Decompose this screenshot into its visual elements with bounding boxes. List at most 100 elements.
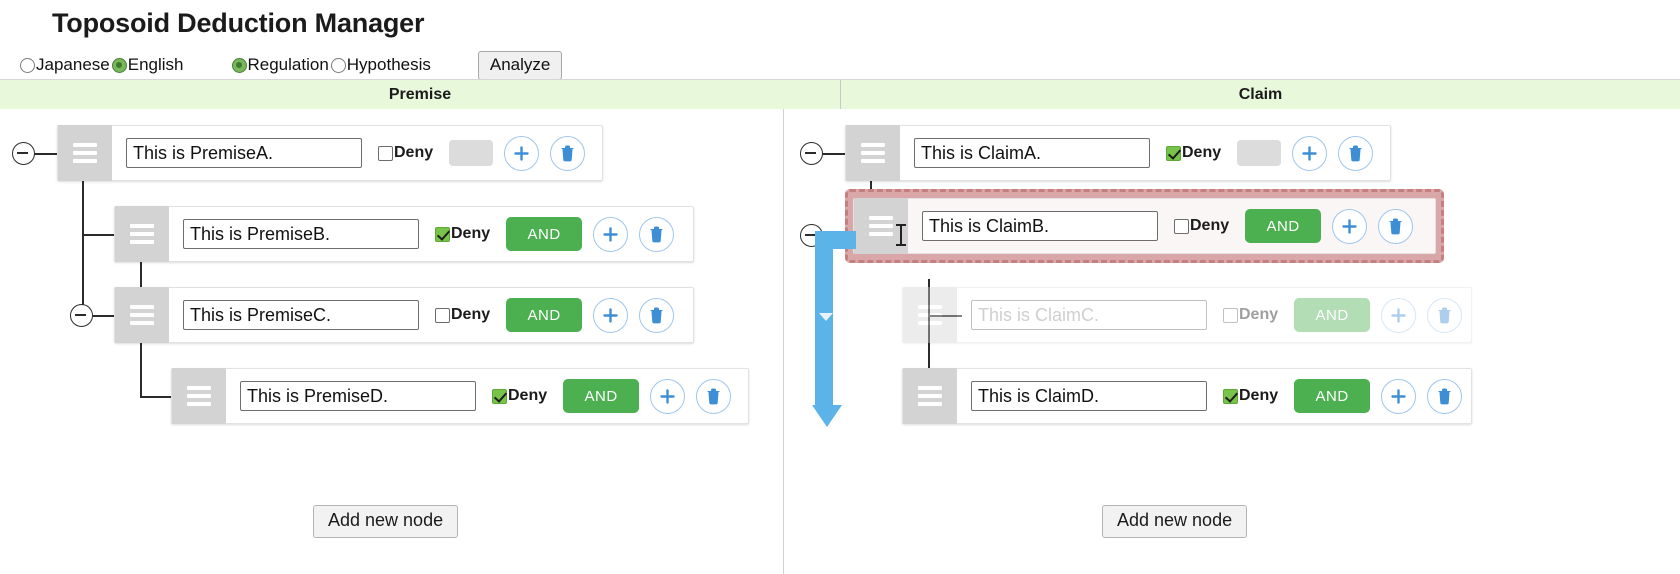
node-text-input[interactable] [922,211,1158,241]
premise-panel-title: Premise [388,85,452,103]
radio-language-japanese[interactable]: Japanese [20,55,112,75]
deny-checkbox-group[interactable]: Deny [378,144,433,162]
delete-node-button[interactable] [1427,378,1463,414]
deny-checkbox-group[interactable]: Deny [1223,306,1278,324]
drag-handle-icon[interactable] [903,287,957,343]
add-child-button[interactable] [504,135,540,171]
node-text-input[interactable] [914,138,1150,168]
node-row[interactable]: Deny [57,125,603,181]
text-cursor-icon [896,224,906,246]
drag-handle-icon[interactable] [115,206,169,262]
deny-checkbox-group[interactable]: Deny [1174,217,1229,235]
operator-button[interactable]: AND [506,298,583,332]
deny-label: Deny [451,225,491,242]
add-child-button[interactable] [1381,378,1417,414]
claim-panel: Deny [783,109,1680,574]
collapse-toggle-claim-a[interactable] [800,142,823,165]
collapse-toggle-premise-c[interactable] [70,304,93,327]
radio-kind-hypothesis[interactable]: Hypothesis [330,55,433,75]
deny-checkbox[interactable] [1223,388,1238,404]
tree-connector-line [928,315,962,317]
delete-node-button[interactable] [1427,297,1463,333]
deny-checkbox-group[interactable]: Deny [1223,387,1278,405]
radio-regulation-icon[interactable] [231,57,247,73]
operator-button[interactable]: AND [1294,379,1371,413]
delete-node-button[interactable] [550,135,586,171]
drag-handle-icon[interactable] [903,368,957,424]
node-text-input[interactable] [183,219,419,249]
node-text-input[interactable] [971,381,1207,411]
operator-placeholder [1237,140,1282,166]
radio-japanese-icon[interactable] [20,57,35,73]
add-new-node-button-premise[interactable]: Add new node [313,505,459,538]
node-text-input[interactable] [240,381,476,411]
add-child-button[interactable] [593,216,629,252]
analyze-button[interactable]: Analyze [477,50,563,80]
premise-tree: Deny [0,109,783,489]
node-row[interactable]: Deny AND [853,198,1436,254]
tree-connector-line [821,153,845,155]
node-row[interactable]: Deny AND [902,287,1472,343]
radio-hypothesis-label: Hypothesis [346,55,431,74]
deny-label: Deny [1239,387,1279,404]
node-row[interactable]: Deny AND [114,287,694,343]
collapse-toggle-premise-a[interactable] [12,142,35,165]
tree-connector-line [82,234,115,236]
operator-button[interactable]: AND [563,379,640,413]
deny-checkbox-group[interactable]: Deny [1166,144,1221,162]
delete-node-button[interactable] [639,297,675,333]
drag-handle-icon[interactable] [854,198,908,254]
add-new-node-button-claim[interactable]: Add new node [1102,505,1248,538]
tree-connector-line [140,396,173,398]
node-row[interactable]: Deny AND [902,368,1472,424]
radio-language-english[interactable]: English [111,55,186,75]
node-row[interactable]: Deny AND [171,368,749,424]
deny-checkbox[interactable] [1223,307,1238,323]
deny-label: Deny [451,306,491,323]
node-text-input[interactable] [183,300,419,330]
deny-checkbox-group[interactable]: Deny [492,387,547,405]
radio-hypothesis-icon[interactable] [330,57,346,73]
node-text-input[interactable] [126,138,362,168]
radio-english-icon[interactable] [111,57,127,73]
tree-connector-line [93,315,115,317]
node-row[interactable]: Deny AND [114,206,694,262]
deny-checkbox[interactable] [435,226,450,242]
add-child-button[interactable] [1381,297,1417,333]
operator-button[interactable]: AND [506,217,583,251]
add-child-button[interactable] [650,378,686,414]
deny-checkbox[interactable] [435,307,450,323]
drag-handle-icon[interactable] [115,287,169,343]
deny-label: Deny [1190,217,1230,234]
deny-checkbox[interactable] [1166,145,1181,161]
node-text-input[interactable] [971,300,1207,330]
operator-button[interactable]: AND [1294,298,1371,332]
deny-checkbox[interactable] [378,145,393,161]
delete-node-button[interactable] [1338,135,1374,171]
deny-checkbox-group[interactable]: Deny [435,225,490,243]
add-child-button[interactable] [1292,135,1328,171]
radio-kind-regulation[interactable]: Regulation [231,55,331,75]
deny-label: Deny [1182,144,1222,161]
deny-checkbox[interactable] [1174,218,1189,234]
add-child-button[interactable] [593,297,629,333]
deny-checkbox[interactable] [492,388,507,404]
operator-placeholder [449,140,494,166]
delete-node-button[interactable] [696,378,732,414]
panel-headers: Premise Claim [0,79,1680,109]
deny-checkbox-group[interactable]: Deny [435,306,490,324]
page-title: Toposoid Deduction Manager [52,8,425,38]
radio-regulation-label: Regulation [247,55,329,74]
claim-node-1-drag-overlay[interactable]: Deny AND [845,189,1444,263]
drag-handle-icon[interactable] [172,368,226,424]
collapse-toggle-claim-b[interactable] [800,224,823,247]
add-child-button[interactable] [1332,208,1368,244]
drag-handle-icon[interactable] [58,125,112,181]
operator-button[interactable]: AND [1245,209,1322,243]
radio-english-label: English [127,55,184,74]
drag-handle-icon[interactable] [846,125,900,181]
node-row[interactable]: Deny [845,125,1391,181]
delete-node-button[interactable] [1378,208,1414,244]
delete-node-button[interactable] [639,216,675,252]
tree-connector-line [33,153,57,155]
